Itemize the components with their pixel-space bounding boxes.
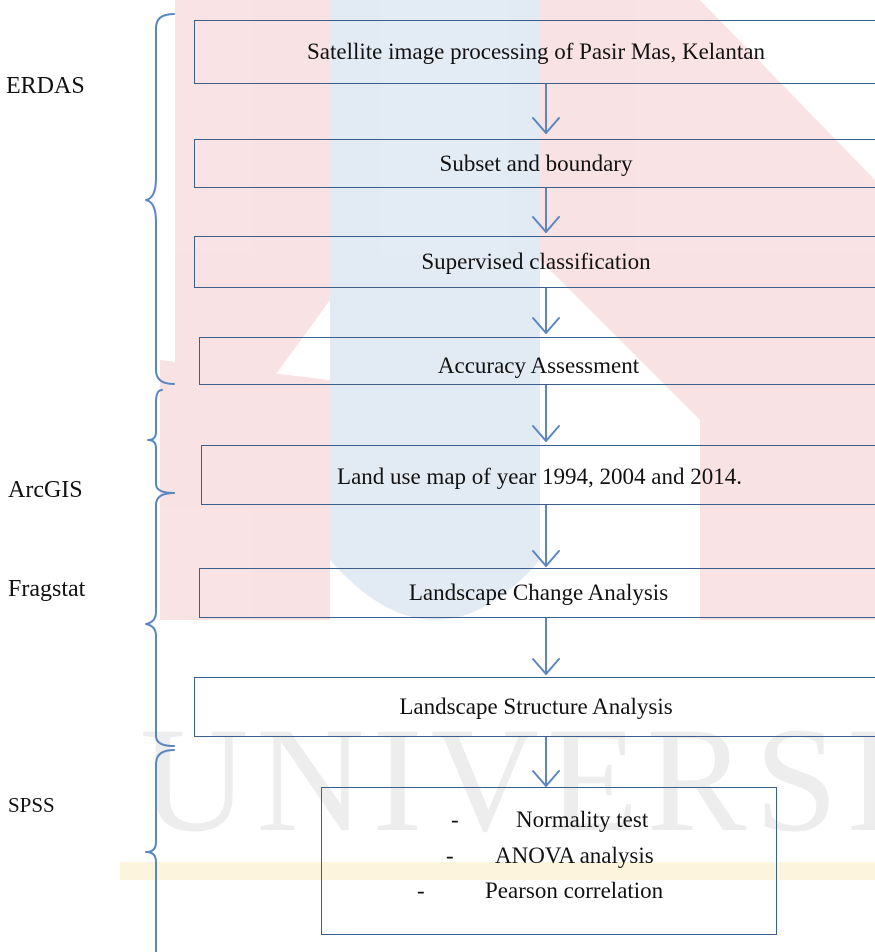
bullet-dash: - [451,807,459,832]
watermark-red-base [160,360,875,620]
arrow-7-head [532,770,560,787]
arrow-6-head [532,658,560,675]
watermark-red-shape [175,0,330,410]
brace-spss [145,749,175,952]
stat-item-label: Pearson correlation [485,878,664,903]
statistical-analysis-box: - Normality test - ANOVA analysis - Pear… [321,787,777,935]
bullet-dash: - [446,843,454,868]
brace-arcgis [147,389,175,494]
brace-erdas [145,13,175,385]
step-landscape-structure-analysis: Landscape Structure Analysis [194,677,875,737]
tool-label-arcgis: ArcGIS [8,477,83,503]
bullet-dash: - [417,878,425,903]
watermark-text: UNIVERSITI [140,697,875,863]
watermark-yellow-band [120,862,875,880]
step-satellite-image-processing: Satellite image processing of Pasir Mas,… [194,20,875,84]
step-landscape-change-analysis: Landscape Change Analysis [199,568,875,618]
tool-label-fragstat: Fragstat [8,576,86,602]
step-supervised-classification: Supervised classification [194,236,875,288]
arrow-3-head [532,317,560,334]
brace-fragstat [145,492,175,747]
stat-item-label: Normality test [516,807,649,832]
step-accuracy-assessment: Accuracy Assessment [199,337,875,385]
tool-label-erdas: ERDAS [6,73,85,99]
stat-item-label: ANOVA analysis [495,843,654,868]
step-subset-and-boundary: Subset and boundary [194,139,875,188]
arrow-4-head [532,425,560,442]
arrow-1-head [532,117,560,134]
step-land-use-map: Land use map of year 1994, 2004 and 2014… [201,445,875,505]
tool-label-spss: SPSS [8,793,55,817]
arrow-5-head [532,550,560,567]
arrow-2-head [532,216,560,233]
watermark-red-shape-right [540,0,875,420]
watermark-blue-arch [330,0,540,620]
